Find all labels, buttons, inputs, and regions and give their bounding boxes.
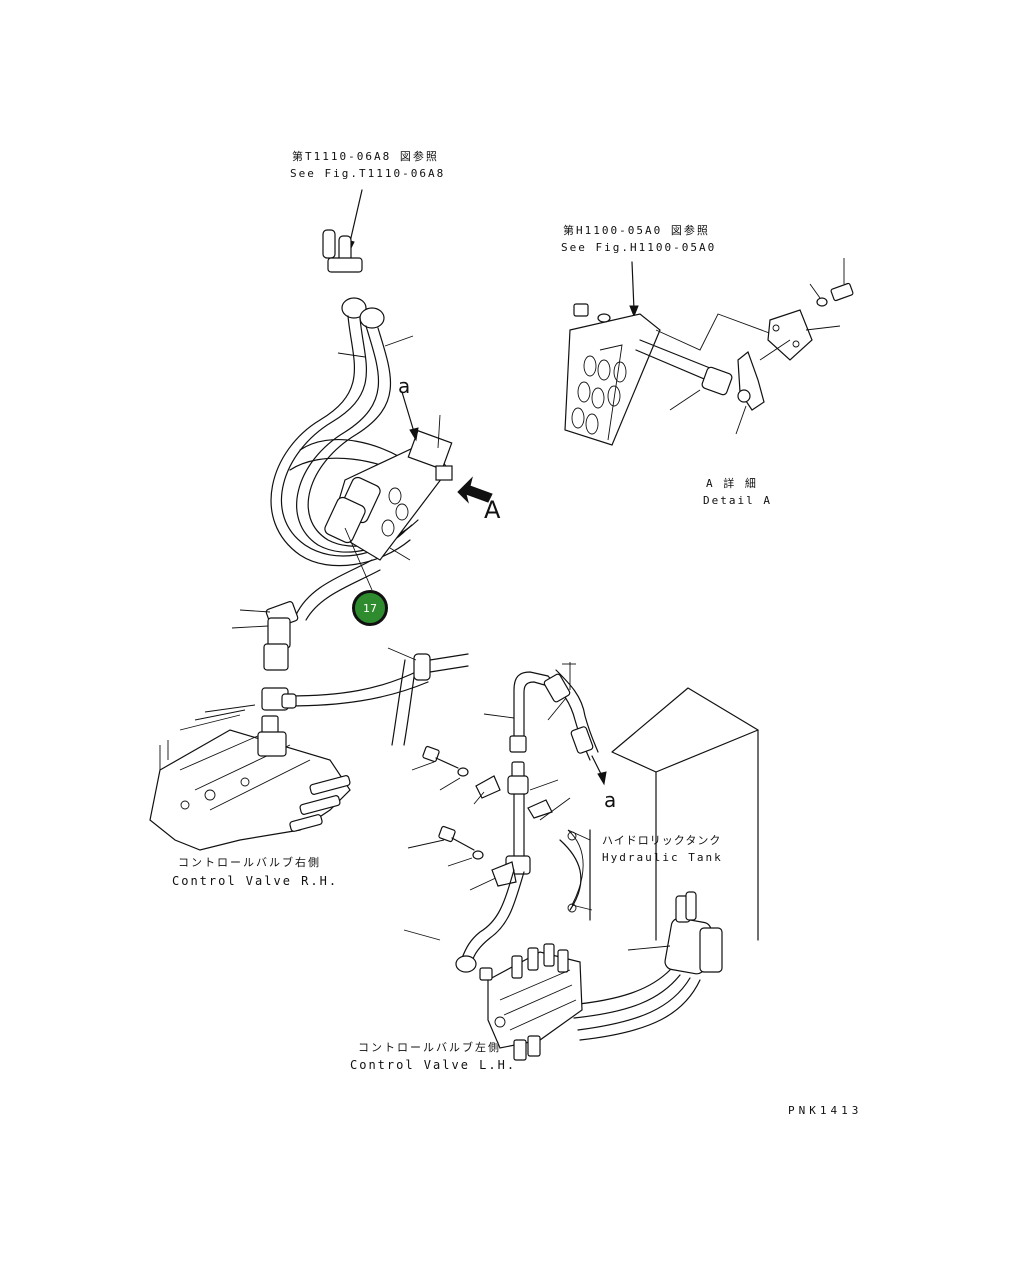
detail-ref-en: See Fig.H1100-05A0 bbox=[561, 241, 717, 254]
top-ref-jp: 第T1110-06A8 図参照 bbox=[292, 150, 439, 163]
vertical-pipe bbox=[469, 671, 571, 891]
control-valve-rh-jp: コントロールバルブ右側 bbox=[178, 856, 321, 869]
control-valve-lh-jp: コントロールバルブ左側 bbox=[358, 1041, 501, 1054]
clamp-block-a bbox=[324, 391, 493, 591]
detail-a-drawing bbox=[564, 258, 854, 446]
view-marker-a: A bbox=[484, 496, 501, 524]
bolt-washer-set bbox=[407, 745, 484, 867]
detail-ref-jp: 第H1100-05A0 図参照 bbox=[563, 224, 710, 237]
tank-outlet-hoses bbox=[569, 891, 723, 1041]
connector-marker-a-upper: a bbox=[398, 374, 411, 398]
return-pipe bbox=[403, 869, 525, 973]
connector-marker-a-lower: a bbox=[604, 788, 617, 812]
drawing-code: PNK1413 bbox=[788, 1104, 863, 1117]
hydraulic-tank-en: Hydraulic Tank bbox=[602, 851, 723, 864]
hydraulic-tank-jp: ハイドロリックタンク bbox=[602, 834, 722, 847]
control-valve-lh-en: Control Valve L.H. bbox=[350, 1058, 517, 1072]
control-valve-rh-en: Control Valve R.H. bbox=[172, 874, 339, 888]
top-fittings bbox=[322, 189, 385, 329]
callout-badge-17[interactable]: 17 bbox=[352, 590, 388, 626]
control-valve-lh bbox=[479, 943, 583, 1061]
top-ref-en: See Fig.T1110-06A8 bbox=[290, 167, 446, 180]
hydraulic-tank bbox=[559, 687, 759, 941]
detail-title-en: Detail A bbox=[703, 494, 772, 507]
detail-title-jp: A 詳 細 bbox=[706, 477, 758, 490]
hose-to-connector-a bbox=[543, 662, 607, 786]
control-valve-rh bbox=[149, 704, 351, 851]
hose-to-rh-valve bbox=[231, 559, 469, 746]
